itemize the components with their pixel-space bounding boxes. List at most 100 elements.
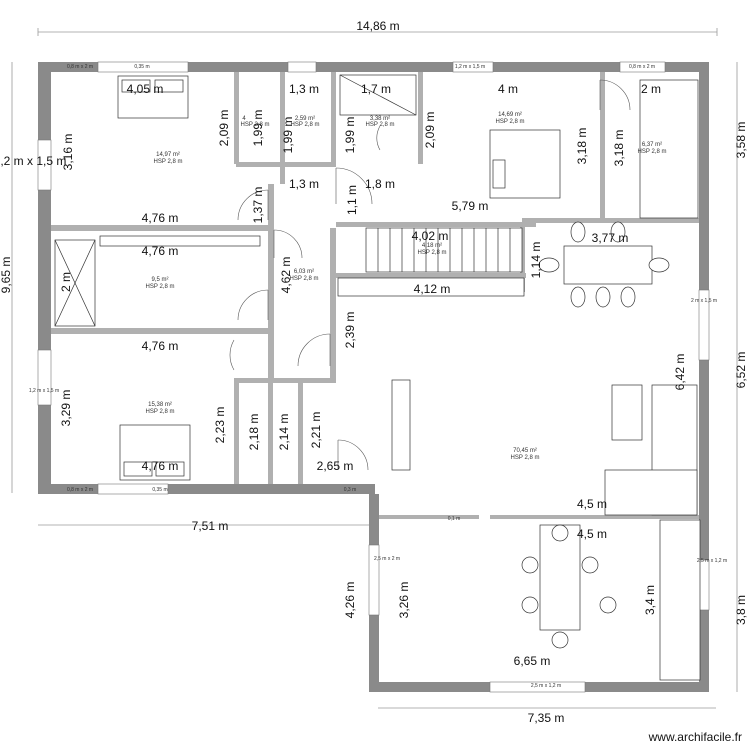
dining-table — [563, 245, 653, 285]
watermark: www.archifacile.fr — [648, 730, 742, 744]
bath-lower: 4,76 m — [142, 339, 179, 353]
stairs-hsp: HSP 2,8 m — [418, 250, 447, 256]
living-w1: 3,77 m — [592, 231, 629, 245]
bedroom3-height-2: 2,23 m — [213, 407, 227, 444]
stairs-width: 4,02 m — [412, 229, 449, 243]
opening-labels: 0,8 m x 2 m 0,35 m 1,2 m x 1,5 m 0,8 m x… — [0, 64, 727, 689]
room338-height: 1,99 m — [343, 117, 357, 154]
hall-area: 6,03 m² — [294, 269, 314, 275]
opening-label: 0,8 m x 2 m — [67, 487, 93, 493]
room259-hsp: HSP 2,8 m — [291, 122, 320, 128]
overall-width-label: 14,86 m — [356, 19, 399, 33]
opening-label: 2 m x 1,5 m — [691, 298, 717, 304]
closet-area: 6,37 m² — [642, 142, 662, 148]
bath-hsp: HSP 2,8 m — [146, 284, 175, 290]
living-hsp: HSP 2,8 m — [511, 455, 540, 461]
living-h2: 3,4 m — [643, 585, 657, 615]
opening-label: 0,3 m — [344, 487, 357, 493]
hall-w2: 1,8 m — [365, 177, 395, 191]
right-height-lower-label: 3,8 m — [734, 595, 748, 625]
opening-label: 0,1 m — [448, 516, 461, 522]
windows — [37, 61, 710, 693]
overall-height-label: 9,65 m — [0, 257, 13, 294]
right-height-mid-label: 6,52 m — [734, 352, 748, 389]
living-h1: 6,42 m — [673, 354, 687, 391]
furniture — [54, 74, 701, 681]
opening-label: 0,8 m x 2 m — [67, 64, 93, 70]
chairs — [521, 221, 670, 649]
bedroom2-hsp: HSP 2,8 m — [496, 119, 525, 125]
bedroom3-area: 15,38 m² — [148, 402, 172, 408]
wc1-hsp: HSP 2,8 m — [241, 122, 270, 128]
wc1-height: 2,09 m — [217, 110, 231, 147]
bath-area: 9,5 m² — [151, 277, 168, 283]
hall-h1: 1,37 m — [251, 187, 265, 224]
bottom-left-width-label: 7,51 m — [192, 519, 229, 533]
opening-label: 0,35 m — [152, 487, 167, 493]
bedroom3-hsp: HSP 2,8 m — [146, 409, 175, 415]
wc2-h2: 2,14 m — [277, 414, 291, 451]
room259-width: 1,3 m — [289, 82, 319, 96]
room338-area: 3,38 m² — [370, 116, 390, 122]
closet-hsp: HSP 2,8 m — [638, 149, 667, 155]
bath-width: 4,76 m — [142, 244, 179, 258]
room338-height-2: 2,09 m — [423, 112, 437, 149]
bedroom3-height: 3,29 m — [59, 390, 73, 427]
closet-width: 2 m — [641, 82, 661, 96]
dimension-lines — [11, 28, 738, 709]
room338-hsp: HSP 2,8 m — [366, 122, 395, 128]
coffee-table — [611, 384, 643, 441]
wc2-h3: 2,21 m — [309, 412, 323, 449]
hall-h2: 1,1 m — [345, 185, 359, 215]
dining-table-2 — [539, 524, 581, 631]
hall-h: 4,62 m — [279, 257, 293, 294]
shelf — [391, 379, 411, 471]
living-h3: 3,26 m — [397, 582, 411, 619]
opening-label: 1,2 m x 1,5 m — [29, 388, 59, 394]
wc1-area: 4 — [242, 116, 246, 122]
hall-hsp: HSP 2,8 m — [290, 276, 319, 282]
window-left-label: 1,2 m x 1,5 m — [0, 154, 66, 168]
bedroom2-lower: 5,79 m — [452, 199, 489, 213]
interior-walls — [51, 72, 699, 519]
right-height-upper-label: 3,58 m — [734, 122, 748, 159]
living-h4: 4,26 m — [343, 582, 357, 619]
opening-label: 2,5 m x 1,2 m — [697, 558, 727, 564]
bottom-right-width-label: 7,35 m — [528, 711, 565, 725]
opening-label: 0,35 m — [134, 64, 149, 70]
room259-height: 1,99 m — [281, 117, 295, 154]
kitchen-counter — [659, 519, 701, 681]
wc2-width: 2,65 m — [317, 459, 354, 473]
room259-area: 2,59 m² — [295, 116, 315, 122]
opening-label: 2,5 m x 1,2 m — [531, 683, 561, 689]
bedroom3-width: 4,76 m — [142, 459, 179, 473]
opening-label: 1,2 m x 1,5 m — [455, 64, 485, 70]
living-w2: 4,5 m — [577, 497, 607, 511]
bedroom1-lower-width: 4,76 m — [142, 211, 179, 225]
wc1-height-2: 1,99 m — [251, 110, 265, 147]
bedroom2-height: 3,18 m — [575, 128, 589, 165]
bedroom1-width: 4,05 m — [127, 82, 164, 96]
room-dimensions: 4,05 m 3,16 m 4,76 m 14,97 m² HSP 2,8 m … — [59, 82, 687, 668]
hall-w1: 1,3 m — [289, 177, 319, 191]
overall-dimensions: 14,86 m 9,65 m 3,58 m 6,52 m 3,8 m 7,51 … — [0, 19, 748, 725]
closet-height: 3,18 m — [612, 130, 626, 167]
opening-label: 0,8 m x 2 m — [629, 64, 655, 70]
staircase — [337, 227, 525, 297]
stairs-lower: 4,12 m — [414, 282, 451, 296]
room338-width: 1,7 m — [361, 82, 391, 96]
bedroom1-height: 3,16 m — [61, 134, 75, 171]
bedroom2-area: 14,69 m² — [498, 112, 522, 118]
opening-label: 2,5 m x 2 m — [374, 556, 400, 562]
wardrobe — [639, 79, 699, 219]
bedroom1-hsp: HSP 2,8 m — [154, 159, 183, 165]
living-area: 70,45 m² — [513, 448, 537, 454]
hall-h3: 2,39 m — [343, 312, 357, 349]
stairs-area: 4,18 m² — [422, 243, 442, 249]
living-w4: 6,65 m — [514, 654, 551, 668]
doors — [229, 79, 631, 471]
bedroom1-area: 14,97 m² — [156, 152, 180, 158]
bedroom2-width: 4 m — [498, 82, 518, 96]
wc2-h1: 2,18 m — [247, 414, 261, 451]
